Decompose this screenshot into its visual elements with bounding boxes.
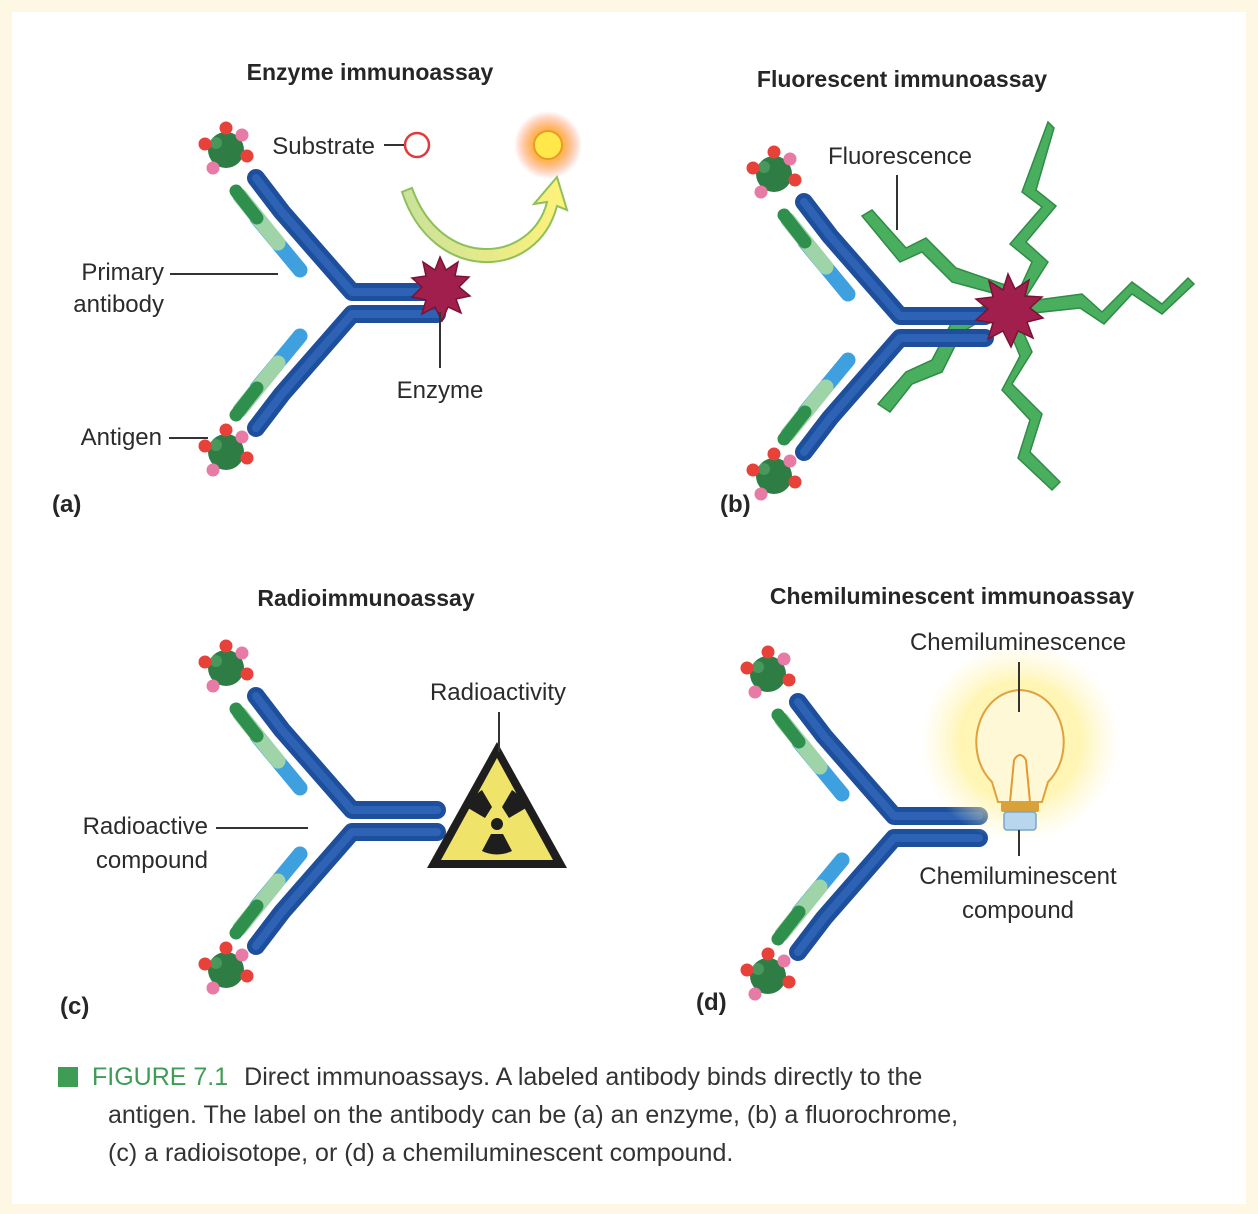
caption-text-1: Direct immunoassays. A labeled antibody … bbox=[244, 1063, 923, 1091]
substrate-label: Substrate bbox=[272, 133, 375, 160]
panel-b: Fluorescent immunoassay Fluorescence (b) bbox=[720, 66, 1196, 518]
radioactive-compound-label-line2: compound bbox=[96, 847, 208, 874]
radioactivity-label: Radioactivity bbox=[430, 679, 566, 706]
fluorescence-rays-icon bbox=[860, 120, 1196, 492]
primary-antibody-label-line1: Primary bbox=[81, 259, 164, 286]
primary-antibody-c bbox=[199, 640, 438, 995]
panel-c-letter: (c) bbox=[60, 993, 89, 1020]
fluorochrome-icon bbox=[974, 271, 1045, 349]
figure-number: FIGURE 7.1 bbox=[92, 1063, 229, 1091]
figure-marker-icon bbox=[58, 1067, 78, 1087]
panel-d: Chemiluminescent immunoassay Chemilumine… bbox=[696, 583, 1134, 1016]
chemiluminescent-compound-label-line2: compound bbox=[962, 897, 1074, 924]
panel-d-title: Chemiluminescent immunoassay bbox=[770, 583, 1134, 609]
primary-antibody-label-line2: antibody bbox=[73, 291, 164, 318]
caption-line-1: FIGURE 7.1 Direct immunoassays. A labeled… bbox=[58, 1058, 1188, 1096]
substrate-icon bbox=[403, 131, 431, 159]
panel-b-title: Fluorescent immunoassay bbox=[757, 66, 1047, 92]
panel-a-title: Enzyme immunoassay bbox=[247, 59, 494, 85]
conversion-arrow-icon bbox=[400, 174, 569, 264]
chemiluminescence-label: Chemiluminescence bbox=[910, 629, 1126, 656]
diagram-canvas: Enzyme immunoassay Substrate Enzyme Prim… bbox=[52, 59, 1196, 1020]
fluorescence-label: Fluorescence bbox=[828, 143, 972, 170]
panel-b-letter: (b) bbox=[720, 491, 751, 518]
primary-antibody-b bbox=[747, 146, 986, 501]
light-bulb-icon bbox=[920, 642, 1120, 842]
caption-line-2: antigen. The label on the antibody can b… bbox=[108, 1101, 959, 1129]
chemiluminescent-compound-label-line1: Chemiluminescent bbox=[919, 863, 1117, 890]
radiation-warning-icon bbox=[427, 742, 567, 868]
panel-c-title: Radioimmunoassay bbox=[257, 585, 474, 611]
antigen-label: Antigen bbox=[81, 424, 162, 451]
primary-antibody bbox=[199, 122, 438, 477]
panel-a: Enzyme immunoassay Substrate Enzyme Prim… bbox=[52, 59, 582, 518]
enzyme-label: Enzyme bbox=[397, 377, 484, 404]
enzyme-icon bbox=[410, 255, 472, 323]
panel-d-letter: (d) bbox=[696, 989, 727, 1016]
panel-a-letter: (a) bbox=[52, 491, 81, 518]
figure: Enzyme immunoassay Substrate Enzyme Prim… bbox=[12, 12, 1246, 1204]
radioactive-compound-label-line1: Radioactive bbox=[83, 813, 208, 840]
caption-line-3: (c) a radioisotope, or (d) a chemilumine… bbox=[108, 1139, 734, 1167]
figure-caption: FIGURE 7.1 Direct immunoassays. A labeled… bbox=[58, 1058, 1188, 1172]
panel-c: Radioimmunoassay Radioactivity Radioacti… bbox=[60, 585, 567, 1020]
